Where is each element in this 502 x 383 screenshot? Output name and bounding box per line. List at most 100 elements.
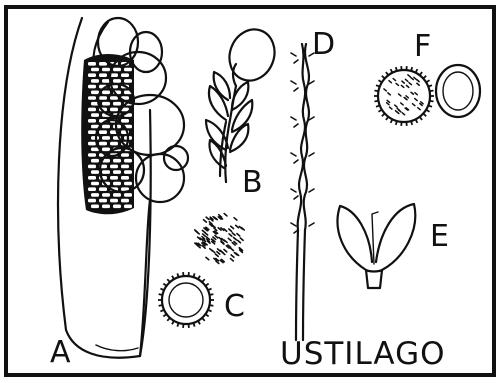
spore-stipple-mark bbox=[414, 77, 416, 79]
spore-stipple-mark bbox=[215, 235, 218, 237]
spore-spine bbox=[386, 117, 388, 120]
corn-kernel bbox=[110, 96, 118, 100]
spore-stipple-mark bbox=[206, 257, 209, 259]
panel-a-corn-ear bbox=[58, 18, 188, 358]
corn-kernel bbox=[124, 205, 132, 209]
corn-kernel bbox=[99, 73, 107, 77]
corn-kernel bbox=[110, 142, 118, 146]
spore-stipple-mark bbox=[418, 108, 420, 110]
spore-stipple-mark bbox=[395, 111, 397, 113]
corn-kernel bbox=[88, 62, 96, 66]
spore-spine bbox=[426, 110, 429, 112]
spore-stipple-mark bbox=[399, 94, 401, 96]
spore-spine bbox=[167, 318, 170, 321]
corn-kernel bbox=[113, 182, 121, 186]
spore-spine bbox=[209, 294, 213, 295]
spore-stipple-mark bbox=[408, 75, 410, 77]
spore-stipple-mark bbox=[231, 226, 234, 228]
corn-kernel bbox=[88, 187, 96, 191]
corn-kernel bbox=[110, 108, 118, 112]
spore-stipple-mark bbox=[236, 225, 239, 227]
corn-kernel bbox=[113, 170, 121, 174]
spore-stipple-mark bbox=[415, 93, 417, 95]
panel-b-tassel bbox=[206, 23, 282, 182]
spore-stipple-mark bbox=[404, 97, 406, 99]
corn-kernel bbox=[113, 68, 121, 72]
spore-stipple-mark bbox=[234, 218, 237, 220]
chain-knot bbox=[291, 117, 314, 127]
corn-kernel bbox=[102, 79, 110, 83]
spore-spine bbox=[420, 117, 422, 120]
spore-spine bbox=[430, 101, 434, 102]
spore-stipple-mark bbox=[417, 83, 419, 85]
spore-spine bbox=[172, 276, 174, 279]
spore-spine bbox=[378, 80, 381, 82]
corn-kernel bbox=[88, 85, 96, 89]
spore-spine bbox=[396, 67, 397, 71]
spore-stipple-mark bbox=[417, 80, 419, 82]
corn-kernel bbox=[88, 142, 96, 146]
spore-stipple-mark bbox=[203, 234, 206, 236]
spore-spine bbox=[420, 72, 422, 75]
spore-spine bbox=[177, 323, 178, 327]
spore-spine bbox=[159, 305, 163, 306]
spore-spine bbox=[193, 273, 194, 277]
panel-f-teleutospores bbox=[374, 65, 480, 126]
corn-kernel bbox=[110, 176, 118, 180]
spore-stipple-mark bbox=[401, 103, 403, 105]
spore-spine bbox=[382, 76, 385, 79]
spore-stipple-mark bbox=[229, 229, 232, 231]
spore-stipple-mark bbox=[406, 96, 408, 98]
spore-stipple-mark bbox=[231, 248, 234, 250]
spore-spine bbox=[163, 284, 166, 286]
spore-stipple-mark bbox=[388, 93, 390, 95]
corn-kernel bbox=[102, 193, 110, 197]
spore-spine bbox=[411, 67, 412, 71]
spore-stipple-mark bbox=[224, 240, 227, 242]
label-d: D bbox=[312, 27, 335, 62]
spore-stipple-mark bbox=[396, 83, 398, 85]
spore-stipple-mark bbox=[420, 104, 422, 106]
spore-stipple-mark bbox=[206, 217, 209, 219]
corn-kernel bbox=[88, 130, 96, 134]
label-c: C bbox=[224, 289, 245, 324]
spore-stipple-mark bbox=[402, 113, 404, 115]
spore-spine bbox=[159, 294, 163, 295]
spore-stipple-mark bbox=[389, 81, 391, 83]
spore-spine bbox=[198, 321, 200, 324]
spore-stipple-mark bbox=[415, 99, 417, 101]
spore-spine bbox=[423, 76, 426, 79]
spore-spine bbox=[177, 273, 178, 277]
corn-kernel bbox=[102, 125, 110, 129]
spore-spine bbox=[375, 90, 379, 91]
spore-stipple-mark bbox=[215, 254, 218, 256]
corn-kernel bbox=[113, 102, 121, 106]
spore-stipple-mark bbox=[238, 240, 241, 242]
spore-stipple-mark bbox=[217, 252, 220, 254]
label-e: E bbox=[430, 219, 449, 254]
corn-kernel bbox=[88, 199, 96, 203]
corn-kernel bbox=[88, 96, 96, 100]
corn-kernel bbox=[110, 165, 118, 169]
spore-stipple-mark bbox=[237, 234, 240, 236]
spore-stipple-mark bbox=[195, 230, 198, 232]
spore-spine bbox=[172, 321, 174, 324]
spore-spine bbox=[416, 69, 418, 73]
spore-spine bbox=[193, 323, 194, 327]
spore-spine bbox=[391, 119, 393, 123]
corn-kernel bbox=[88, 119, 96, 123]
panel-d-hypha-chain bbox=[291, 44, 314, 340]
spore-stipple-mark bbox=[214, 228, 217, 230]
label-b: B bbox=[242, 165, 263, 200]
chain-knot bbox=[291, 223, 314, 233]
spore-stipple-mark bbox=[219, 237, 222, 239]
label-f: F bbox=[414, 29, 431, 64]
corn-kernel bbox=[124, 193, 132, 197]
spore-spine bbox=[202, 279, 205, 282]
spore-spine bbox=[167, 279, 170, 282]
corn-kernel bbox=[88, 73, 96, 77]
corn-kernel bbox=[121, 199, 129, 203]
spore-stipple-mark bbox=[224, 249, 227, 251]
corn-kernel bbox=[121, 119, 129, 123]
spore-stipple-mark bbox=[204, 220, 207, 222]
